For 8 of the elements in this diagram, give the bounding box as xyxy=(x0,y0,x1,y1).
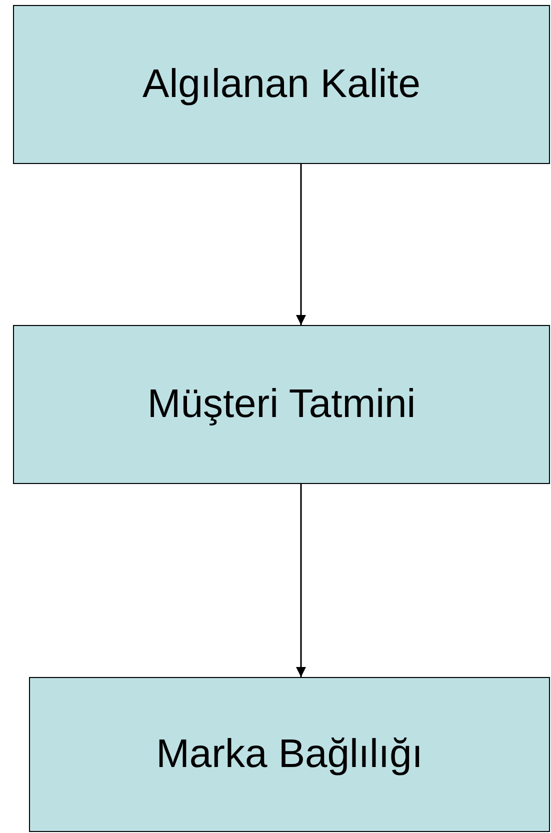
arrow xyxy=(296,484,306,677)
process-box xyxy=(29,677,550,832)
arrow xyxy=(296,164,306,325)
box-label: Marka Bağlılığı xyxy=(156,732,423,777)
process-box xyxy=(13,325,550,484)
box-label: Müşteri Tatmini xyxy=(147,382,416,427)
box-label: Algılanan Kalite xyxy=(142,62,420,107)
process-box xyxy=(13,5,550,164)
